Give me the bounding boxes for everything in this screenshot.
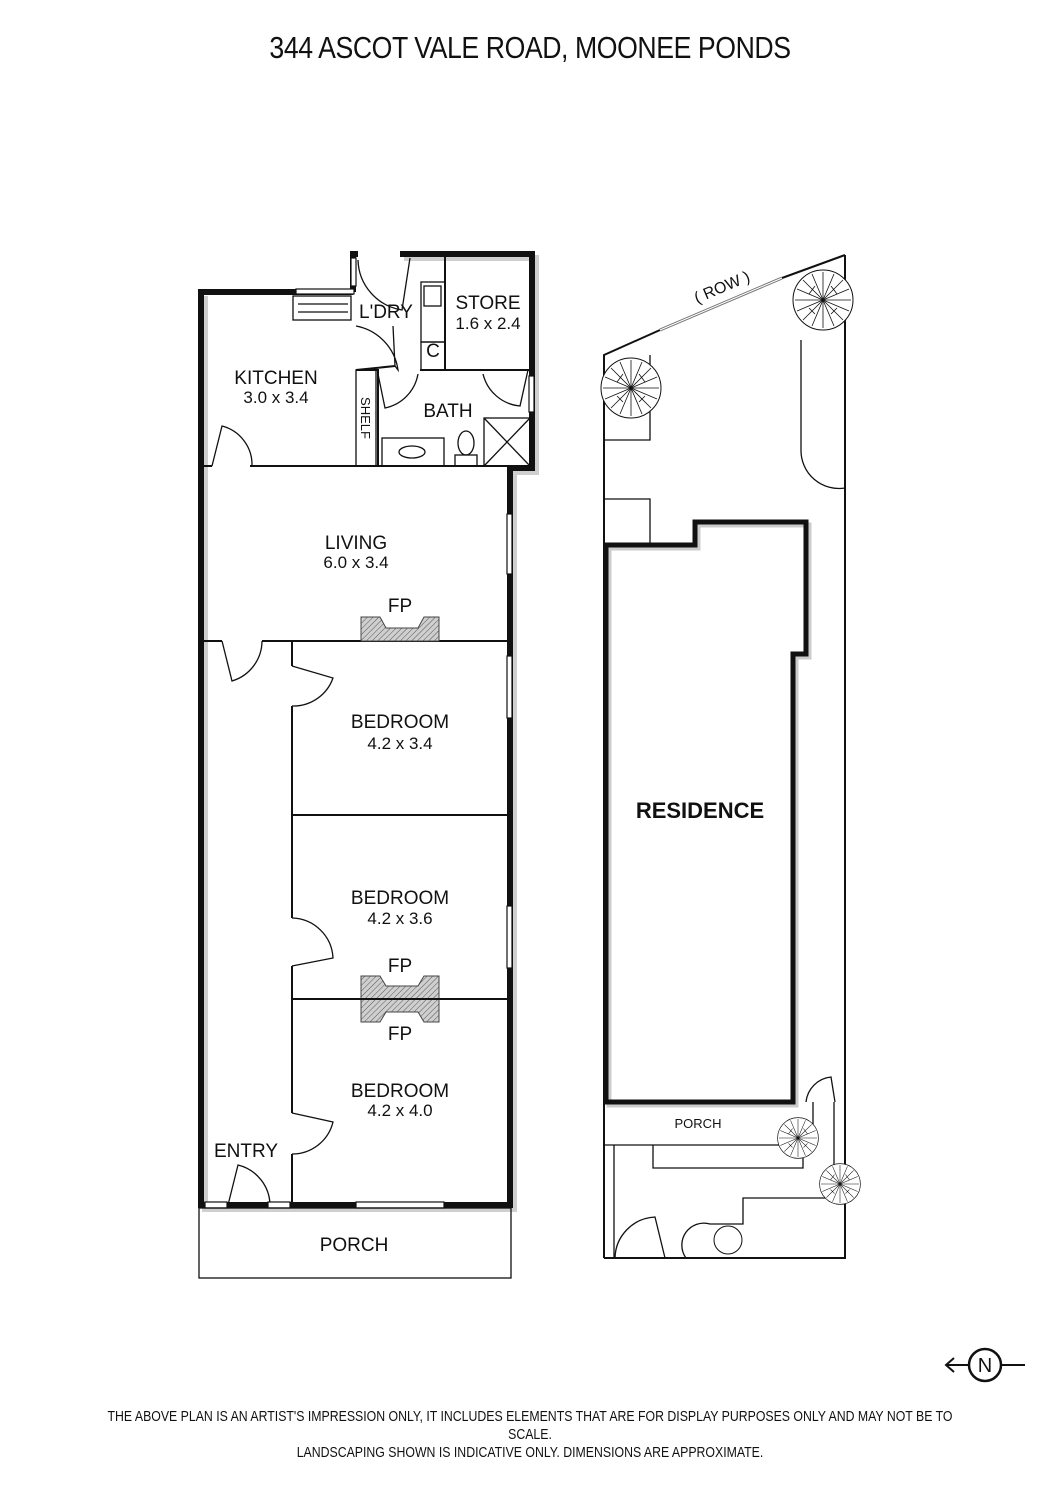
svg-text:N: N bbox=[978, 1355, 992, 1377]
room-label-kitchen: KITCHEN 3.0 x 3.4 bbox=[234, 368, 317, 407]
disclaimer: THE ABOVE PLAN IS AN ARTIST'S IMPRESSION… bbox=[95, 1408, 964, 1462]
svg-text:1.6 x 2.4: 1.6 x 2.4 bbox=[455, 314, 520, 333]
svg-text:LIVING: LIVING bbox=[325, 533, 387, 554]
plan-title: 344 ASCOT VALE ROAD, MOONEE PONDS bbox=[269, 30, 791, 65]
room-label-store: STORE 1.6 x 2.4 bbox=[455, 293, 520, 333]
disclaimer-line-2: LANDSCAPING SHOWN IS INDICATIVE ONLY. DI… bbox=[296, 1444, 764, 1461]
svg-text:6.0 x 3.4: 6.0 x 3.4 bbox=[323, 553, 388, 572]
compass-arrow-icon: N bbox=[944, 1347, 1025, 1383]
room-label-laundry: L'DRY bbox=[359, 302, 413, 323]
svg-text:KITCHEN: KITCHEN bbox=[234, 368, 317, 389]
room-label-living: LIVING 6.0 x 3.4 bbox=[323, 533, 388, 572]
residence-label: RESIDENCE bbox=[636, 798, 764, 823]
room-label-bath: BATH bbox=[423, 401, 472, 422]
svg-text:BEDROOM: BEDROOM bbox=[351, 712, 449, 733]
fireplace-label-bedroom-2: FP bbox=[388, 956, 412, 977]
right-of-way-label: ( ROW ) bbox=[692, 269, 753, 308]
room-label-entry: ENTRY bbox=[214, 1141, 278, 1162]
house-floor-plan bbox=[198, 251, 539, 1279]
svg-text:STORE: STORE bbox=[455, 293, 520, 314]
room-label-bedroom-2: BEDROOM 4.2 x 3.6 bbox=[351, 888, 449, 928]
svg-text:4.2 x 4.0: 4.2 x 4.0 bbox=[367, 1101, 432, 1120]
room-label-bedroom-1: BEDROOM 4.2 x 3.4 bbox=[351, 712, 449, 753]
cupboard-label: C bbox=[426, 341, 440, 362]
svg-text:3.0 x 3.4: 3.0 x 3.4 bbox=[243, 388, 308, 407]
north-compass: N bbox=[940, 1345, 1030, 1385]
svg-text:BEDROOM: BEDROOM bbox=[351, 888, 449, 909]
svg-text:4.2 x 3.6: 4.2 x 3.6 bbox=[367, 909, 432, 928]
disclaimer-line-1: THE ABOVE PLAN IS AN ARTIST'S IMPRESSION… bbox=[107, 1408, 953, 1443]
fireplace-label-living: FP bbox=[388, 596, 412, 617]
site-porch-label: PORCH bbox=[675, 1116, 722, 1131]
room-label-bedroom-3: BEDROOM 4.2 x 4.0 bbox=[351, 1081, 449, 1120]
svg-text:4.2 x 3.4: 4.2 x 3.4 bbox=[367, 734, 432, 753]
site-plan bbox=[600, 254, 861, 1259]
svg-text:BEDROOM: BEDROOM bbox=[351, 1081, 449, 1102]
room-label-porch: PORCH bbox=[320, 1235, 389, 1256]
shelf-label: SHELF bbox=[358, 397, 373, 439]
fireplace-label-bedroom-3: FP bbox=[388, 1024, 412, 1045]
